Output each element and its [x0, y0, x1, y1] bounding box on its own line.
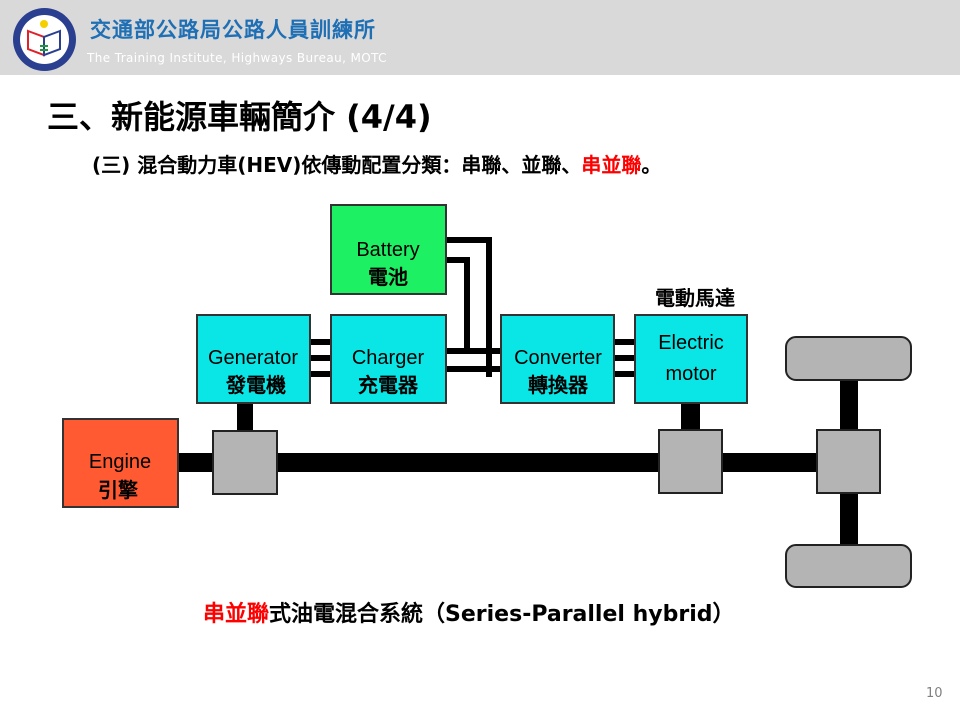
battery-wire-inner-h [446, 257, 470, 263]
charger-label-en: Charger [352, 347, 425, 369]
subtitle-suffix: 。 [641, 153, 662, 177]
engine-label-cn: 引擎 [98, 478, 138, 502]
converter-label-en: Converter [514, 347, 602, 369]
mechanical-links [178, 380, 858, 546]
motor-label-above: 電動馬達 [655, 286, 735, 310]
electrical-links [310, 237, 635, 377]
conv-motor-wire-1 [614, 339, 635, 345]
conv-motor-wire-2 [614, 355, 635, 361]
battery-label-cn: 電池 [368, 265, 408, 289]
battery-wire-outer-h [446, 237, 492, 243]
org-name-cn: 交通部公路局公路人員訓練所 [90, 18, 376, 42]
converter-block: Converter 轉換器 [500, 314, 615, 404]
generator-label-cn: 發電機 [225, 373, 286, 397]
diagram-caption: 串並聯式油電混合系統（Series-Parallel hybrid） [203, 596, 735, 628]
battery-wire-inner-v [464, 257, 470, 354]
battery-label-en: Battery [356, 239, 419, 261]
slide-subtitle: (三) 混合動力車(HEV)依傳動配置分類：串聯、並聯、串並聯。 [92, 149, 661, 178]
generator-gear-link [237, 403, 253, 431]
book-emblem-icon [27, 20, 61, 57]
charger-block: Charger 充電器 [330, 314, 447, 404]
generator-block: Generator 發電機 [196, 314, 311, 404]
motor-gearbox [658, 429, 723, 494]
converter-label-cn: 轉換器 [528, 373, 589, 397]
page-number: 10 [926, 686, 943, 701]
caption-rest: 式油電混合系統（Series-Parallel hybrid） [269, 602, 735, 627]
front-axle-lower [840, 492, 858, 546]
wheel-bottom [785, 544, 912, 588]
engine-block: Engine 引擎 [62, 418, 179, 508]
conv-motor-wire-3 [614, 371, 635, 377]
gen-charger-wire-2 [310, 355, 332, 361]
generator-label-en: Generator [208, 347, 298, 369]
charger-label-cn: 充電器 [358, 373, 419, 397]
org-name-en: The Training Institute, Highways Bureau,… [87, 51, 387, 65]
battery-wire-outer-v [486, 237, 492, 377]
charger-conv-wire-2 [446, 366, 501, 372]
motor-gear-link [681, 403, 700, 431]
subtitle-highlight: 串並聯 [581, 153, 642, 177]
subtitle-prefix: (三) 混合動力車(HEV)依傳動配置分類：串聯、並聯、 [92, 153, 582, 177]
gen-charger-wire-1 [310, 339, 332, 345]
motor-label-en-1: Electric [658, 332, 724, 354]
header-banner: 交通部公路局公路人員訓練所 The Training Institute, Hi… [0, 0, 960, 75]
front-axle-upper [840, 380, 858, 432]
institute-emblem-icon [13, 8, 76, 71]
caption-highlight: 串並聯 [203, 602, 270, 627]
wheel-top [785, 336, 912, 381]
electric-motor-block: 電動馬達 Electric motor [634, 286, 748, 404]
motor-label-en-2: motor [665, 363, 716, 385]
battery-block: Battery 電池 [330, 204, 447, 295]
power-split-gearbox [212, 430, 278, 495]
engine-label-en: Engine [89, 451, 151, 473]
charger-conv-wire-1 [446, 348, 501, 354]
slide-title: 三、新能源車輛簡介 (4/4) [47, 98, 432, 136]
gen-charger-wire-3 [310, 371, 332, 377]
differential [816, 429, 881, 494]
